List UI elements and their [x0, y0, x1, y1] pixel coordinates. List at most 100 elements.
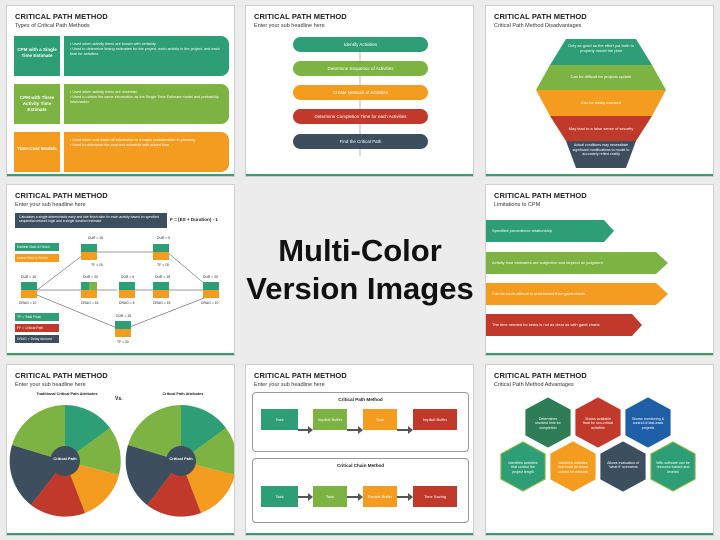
- node-b: [81, 282, 97, 298]
- disadv-2: Can be difficult for projects update: [570, 74, 632, 79]
- slide-disadvantages[interactable]: CRITICAL PATH METHOD Critical Path Metho…: [485, 5, 714, 177]
- dur-label: DUR = 20: [203, 275, 218, 279]
- slide-subtitle: Critical Path Method Advantages: [494, 382, 574, 388]
- step-2: Determine Sequence of Activities: [293, 61, 428, 76]
- limitation-4: The time needed for tasks is not as clea…: [492, 322, 600, 327]
- step-label: Determine Completion Time for each Activ…: [314, 114, 407, 119]
- legend-late: Latest Start & Finish: [15, 254, 59, 262]
- slide-network-diagram[interactable]: CRITICAL PATH METHOD Enter your sub head…: [6, 184, 235, 356]
- right-circle-title: Critical Path Attributes: [162, 392, 204, 396]
- node-f: [203, 282, 219, 298]
- flow-box: Task: [313, 486, 347, 507]
- disadv-4: May lead to a false sense of security: [568, 126, 634, 131]
- slide-limitations[interactable]: CRITICAL PATH METHOD Limitations to CPM …: [485, 184, 714, 356]
- drag-label: DRAG = 5: [119, 301, 135, 305]
- node-c: [119, 282, 135, 298]
- flow-label: Explicit Buffer: [367, 494, 393, 499]
- node-e: [153, 282, 169, 298]
- type-label: CPM with Three Activity Time Estimate: [19, 95, 55, 112]
- flow-label: Implicit Buffer: [422, 417, 448, 422]
- type-desc-box: • Used when activity times are known wit…: [64, 36, 229, 76]
- type-desc-1: Used when activity times are uncertain: [72, 90, 138, 94]
- node-a: [81, 244, 97, 260]
- tf-label: TF = 15: [157, 263, 169, 267]
- slide-attributes-comparison[interactable]: CRITICAL PATH METHOD Enter your sub head…: [6, 364, 235, 536]
- arrow-bars: [486, 220, 668, 336]
- type-label-box: Time-Cost Models: [14, 132, 60, 172]
- disadv-5: Actual conditions may necessitate signif…: [572, 143, 630, 157]
- type-label: Time-Cost Models: [17, 146, 57, 151]
- slide-title: CRITICAL PATH METHOD: [15, 191, 108, 200]
- left-hub-label: Critical Path: [53, 456, 77, 461]
- key-drag: DRAG = Delay Amount: [15, 335, 59, 343]
- advantage-7: With software can be resource loaded and…: [656, 461, 690, 474]
- limitation-1: Specified precedence relationship: [492, 228, 553, 233]
- node-start: [21, 282, 37, 298]
- vs-label: Vs.: [115, 396, 123, 402]
- attribute-circles: [9, 405, 234, 517]
- center-heading-line-1: Multi-Color: [278, 233, 442, 268]
- flow-box: Task: [261, 409, 298, 430]
- flow-box: Task: [363, 409, 397, 430]
- slide-subtitle: Enter your sub headline here: [254, 23, 325, 29]
- right-circle: [125, 405, 234, 517]
- type-row-3: Time-Cost Models • Used when cost trade-…: [14, 132, 229, 172]
- slide-subtitle: Limitations to CPM: [494, 202, 541, 208]
- slide-title: CRITICAL PATH METHOD: [15, 371, 108, 380]
- slide-title: CRITICAL PATH METHOD: [15, 12, 108, 21]
- step-1: Identify Activities: [293, 37, 428, 52]
- type-label: CPM with a Single Time Estimate: [17, 47, 57, 58]
- slide-subtitle: Enter your sub headline here: [15, 202, 86, 208]
- type-label-box: CPM with a Single Time Estimate: [14, 36, 60, 76]
- flow-label: Implicit Buffer: [317, 417, 343, 422]
- advantage-3: Shows monitoring & control of fast-track…: [632, 417, 664, 430]
- slide-path-vs-chain[interactable]: CRITICAL PATH METHOD Enter your sub head…: [245, 364, 474, 536]
- advantage-4: Identifies activities that control the p…: [508, 461, 538, 474]
- step-label: Create Network of Activities: [332, 90, 389, 95]
- slide-title: CRITICAL PATH METHOD: [254, 12, 347, 21]
- flow-box: Time Saving: [413, 486, 457, 507]
- slide-title: CRITICAL PATH METHOD: [494, 371, 587, 380]
- type-row-1: CPM with a Single Time Estimate • Used w…: [14, 36, 229, 76]
- step-label: Identify Activities: [343, 42, 378, 47]
- step-label: Find the Critical Path: [339, 139, 382, 144]
- chain-arrows: [298, 426, 413, 501]
- intro-text: Calculates a single deterministic early …: [19, 215, 159, 224]
- type-desc-2: Used to determine timing estimates for t…: [70, 47, 220, 56]
- type-desc-1: Used when activity times are known with …: [72, 42, 156, 46]
- flow-label: Task: [375, 417, 385, 422]
- drag-label: DRAG = 10: [201, 301, 219, 305]
- dur-label: DUR = 5: [121, 275, 135, 279]
- dur-label: DUR = 15: [88, 236, 103, 240]
- node-g: [115, 321, 131, 337]
- dur-label: DUR = 5: [157, 236, 171, 240]
- dur-label: DUR = 15: [21, 275, 36, 279]
- flow-label: Task: [325, 494, 335, 499]
- tf-label: TF = 15: [91, 263, 103, 267]
- key-label: FF = Critical Path: [17, 326, 44, 330]
- slide-cpm-steps[interactable]: CRITICAL PATH METHOD Enter your sub head…: [245, 5, 474, 177]
- advantage-6: Allows evaluation of "what if" scenarios: [607, 461, 639, 470]
- slide-title: CRITICAL PATH METHOD: [254, 371, 347, 380]
- intro-box: Calculates a single deterministic early …: [15, 213, 167, 228]
- slide-types-of-cpm[interactable]: CRITICAL PATH METHOD Types of Critical P…: [6, 5, 235, 177]
- hexagon-stack: [536, 39, 666, 168]
- slide-title: CRITICAL PATH METHOD: [494, 191, 587, 200]
- legend-early: Earliest Start & Finish: [15, 243, 59, 251]
- flow-box: Task: [261, 486, 298, 507]
- step-5: Find the Critical Path: [293, 134, 428, 149]
- hexagon-grid: [500, 397, 696, 492]
- type-label-box: CPM with Three Activity Time Estimate: [14, 84, 60, 124]
- left-circle: [9, 405, 121, 517]
- tf-label: TF = 20: [117, 340, 129, 344]
- disadv-3: Can be easily misused: [580, 100, 622, 105]
- key-label: TF = Total Float: [17, 315, 41, 319]
- network-diagram: [21, 244, 219, 337]
- step-3: Create Network of Activities: [293, 85, 428, 100]
- type-desc-box: • Used when activity times are uncertain…: [64, 84, 229, 124]
- step-label: Determine Sequence of Activities: [327, 66, 394, 71]
- slide-advantages[interactable]: CRITICAL PATH METHOD Critical Path Metho…: [485, 364, 714, 536]
- right-hub-label: Critical Path: [169, 456, 193, 461]
- flow-box: Explicit Buffer: [363, 486, 397, 507]
- formula: F = (ES + Duration) - 1: [170, 217, 218, 222]
